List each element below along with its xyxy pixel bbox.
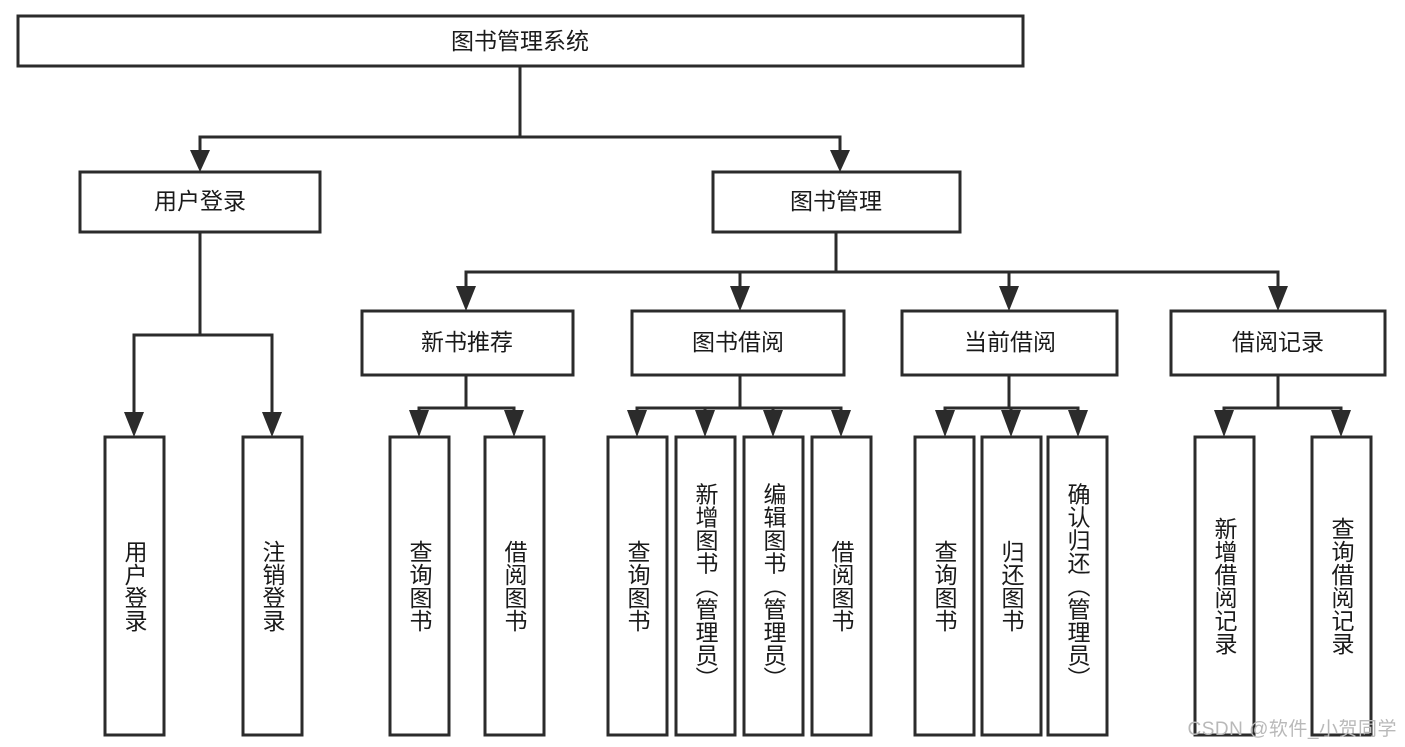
arrow-to-leaf-add-record [1214,410,1234,437]
node-root[interactable]: 图书管理系统 [16,14,1025,68]
node-user-login-box[interactable] [78,170,322,234]
node-leaf-add-book[interactable]: 新增图书（管理员） [674,435,737,737]
node-book-manage-box[interactable] [711,170,962,234]
node-leaf-query-record-label: 查询借阅记录 [1328,517,1355,655]
arrow-to-current-borrow [999,286,1019,311]
arrow-to-leaf-confirm-return [1068,410,1088,437]
node-leaf-confirm-return-box[interactable] [1046,435,1109,737]
arrow-to-leaf-return-book [1001,410,1021,437]
arrow-to-borrow-record [1268,286,1288,311]
arrow-to-leaf-borrow-book-2 [831,410,851,437]
arrow-to-leaf-query-book-3 [935,410,955,437]
node-book-borrow-box[interactable] [630,309,846,377]
node-leaf-edit-book-box[interactable] [742,435,805,737]
arrow-to-book-borrow [730,286,750,311]
node-leaf-query-book-3[interactable]: 查询图书 [913,435,976,737]
node-leaf-query-book-1-box[interactable] [388,435,451,737]
node-leaf-edit-book[interactable]: 编辑图书（管理员） [742,435,805,737]
node-leaf-borrow-book-2-label: 借阅图书 [828,540,855,632]
node-leaf-logout-box[interactable] [241,435,304,737]
node-leaf-add-record[interactable]: 新增借阅记录 [1193,435,1256,737]
node-borrow-record-label: 借阅记录 [1232,329,1324,355]
node-user-login-label: 用户登录 [154,188,246,214]
node-root-label: 图书管理系统 [451,28,589,54]
connector-user-login-to-leaves [132,230,274,422]
node-current-borrow-label: 当前借阅 [964,329,1056,355]
node-leaf-query-record[interactable]: 查询借阅记录 [1310,435,1373,737]
arrow-to-leaf-logout [262,412,282,437]
node-leaf-confirm-return-label: 确认归还（管理员） [1064,483,1091,690]
node-leaf-query-book-2[interactable]: 查询图书 [606,435,669,737]
node-leaf-add-record-label: 新增借阅记录 [1211,517,1238,655]
arrow-to-leaf-query-record [1331,410,1351,437]
node-leaf-add-book-box[interactable] [674,435,737,737]
node-leaf-borrow-book-1[interactable]: 借阅图书 [483,435,546,737]
node-new-book-rec-label: 新书推荐 [421,329,513,355]
node-leaf-return-book-box[interactable] [980,435,1043,737]
arrow-to-user-login [190,150,210,172]
node-leaf-logout[interactable]: 注销登录 [241,435,304,737]
node-leaf-query-book-3-label: 查询图书 [931,540,958,632]
node-leaf-borrow-book-2[interactable]: 借阅图书 [810,435,873,737]
node-leaf-query-record-box[interactable] [1310,435,1373,737]
node-borrow-record[interactable]: 借阅记录 [1169,309,1387,377]
arrow-to-leaf-query-book-1 [409,410,429,437]
connector-new-book-rec-to-leaves [417,373,516,420]
arrow-to-book-manage [830,150,850,172]
node-leaf-query-book-2-label: 查询图书 [624,540,651,632]
node-leaf-borrow-book-2-box[interactable] [810,435,873,737]
arrow-to-leaf-user-login [124,412,144,437]
node-leaf-user-login[interactable]: 用户登录 [103,435,166,737]
connector-root-to-level2 [198,64,842,158]
connector-borrow-record-to-leaves [1222,373,1343,420]
node-root-box[interactable] [16,14,1025,68]
node-book-manage[interactable]: 图书管理 [711,170,962,234]
node-leaf-confirm-return[interactable]: 确认归还（管理员） [1046,435,1109,737]
node-borrow-record-box[interactable] [1169,309,1387,377]
node-leaf-borrow-book-1-box[interactable] [483,435,546,737]
node-book-manage-label: 图书管理 [790,188,882,214]
node-leaf-query-book-1[interactable]: 查询图书 [388,435,451,737]
connector-layer [124,64,1351,437]
arrow-to-new-book-rec [456,286,476,311]
node-leaf-add-record-box[interactable] [1193,435,1256,737]
node-current-borrow-box[interactable] [900,309,1119,377]
node-leaf-add-book-label: 新增图书（管理员） [692,483,719,690]
csdn-watermark: CSDN @软件_小贺同学 [1187,719,1397,740]
node-book-borrow[interactable]: 图书借阅 [630,309,846,377]
connector-book-borrow-to-leaves [635,373,843,420]
node-leaf-query-book-2-box[interactable] [606,435,669,737]
connector-book-manage-to-level3 [464,230,1280,294]
node-leaf-query-book-1-label: 查询图书 [406,540,433,632]
node-book-borrow-label: 图书借阅 [692,329,784,355]
node-leaf-return-book[interactable]: 归还图书 [980,435,1043,737]
arrow-to-leaf-add-book [695,410,715,437]
node-leaf-query-book-3-box[interactable] [913,435,976,737]
node-new-book-rec-box[interactable] [360,309,575,377]
node-leaf-return-book-label: 归还图书 [998,540,1025,632]
node-leaf-user-login-label: 用户登录 [121,540,148,632]
node-leaf-edit-book-label: 编辑图书（管理员） [760,483,787,690]
node-leaf-user-login-box[interactable] [103,435,166,737]
node-new-book-rec[interactable]: 新书推荐 [360,309,575,377]
node-leaf-borrow-book-1-label: 借阅图书 [501,540,528,632]
arrow-to-leaf-query-book-2 [627,410,647,437]
arrow-to-leaf-borrow-book-1 [504,410,524,437]
node-current-borrow[interactable]: 当前借阅 [900,309,1119,377]
arrow-to-leaf-edit-book [763,410,783,437]
node-leaf-logout-label: 注销登录 [259,540,286,632]
node-user-login[interactable]: 用户登录 [78,170,322,234]
